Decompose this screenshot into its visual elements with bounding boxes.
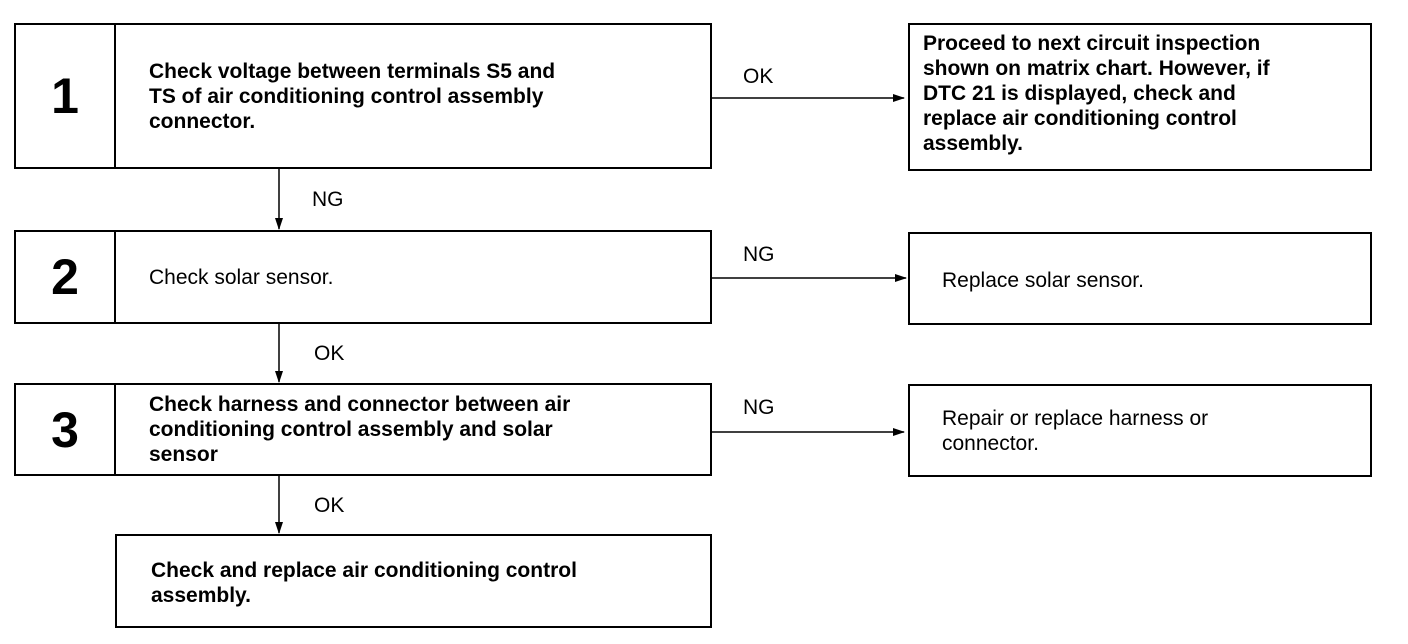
- result-2-text: Replace solar sensor.: [942, 269, 1144, 292]
- step-3-text: Check harness and connector between air …: [149, 393, 571, 466]
- step-1-text: Check voltage between terminals S5 and T…: [149, 59, 556, 133]
- step-3-box: 3 Check harness and connector between ai…: [14, 383, 712, 476]
- result-3-box: Repair or replace harness or connector.: [908, 384, 1372, 477]
- final-step-text: Check and replace air conditioning contr…: [151, 559, 577, 607]
- step-1-box: 1 Check voltage between terminals S5 and…: [14, 23, 712, 169]
- result-1-text: Proceed to next circuit inspection shown…: [923, 32, 1270, 155]
- step-2-number: 2: [16, 232, 116, 322]
- result-1-box: Proceed to next circuit inspection shown…: [908, 23, 1372, 171]
- step-1-number: 1: [16, 25, 116, 167]
- result-2-box: Replace solar sensor.: [908, 232, 1372, 325]
- label-step1-ok: OK: [743, 65, 774, 88]
- step-3-number: 3: [16, 385, 116, 474]
- result-3-text: Repair or replace harness or connector.: [942, 407, 1209, 455]
- final-step-box: Check and replace air conditioning contr…: [115, 534, 712, 628]
- step-2-text: Check solar sensor.: [149, 265, 334, 289]
- label-step2-ok: OK: [314, 342, 345, 365]
- label-step3-ng: NG: [743, 396, 775, 419]
- label-step3-ok: OK: [314, 494, 345, 517]
- step-2-box: 2 Check solar sensor.: [14, 230, 712, 324]
- label-step2-ng: NG: [743, 243, 775, 266]
- label-step1-ng: NG: [312, 188, 344, 211]
